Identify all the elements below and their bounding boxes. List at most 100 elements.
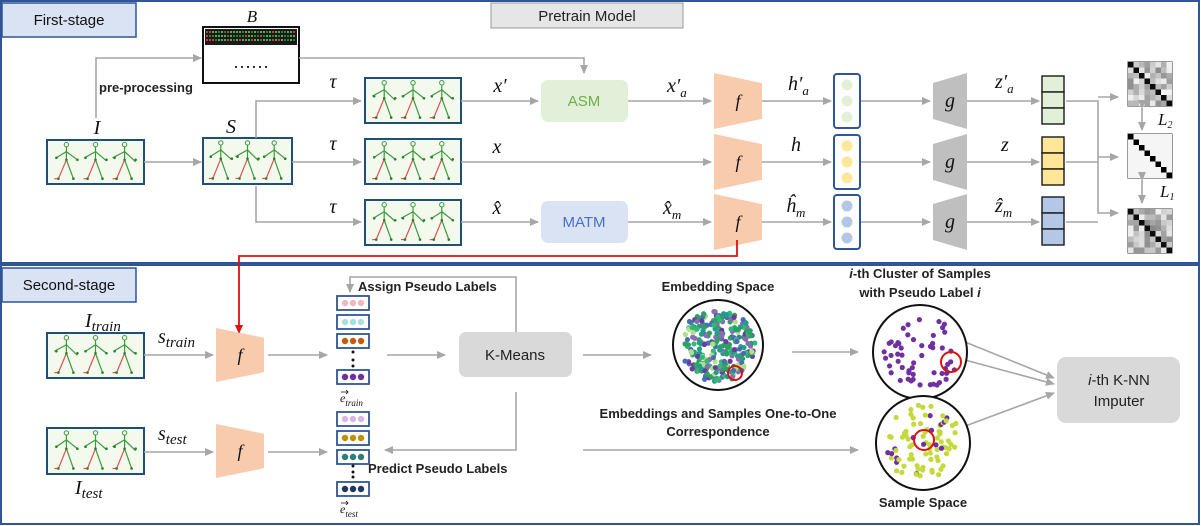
i-train-label: Itrain <box>84 310 121 335</box>
z-label: z <box>1000 134 1009 156</box>
buffer-dots: …… <box>233 52 269 72</box>
correspondence-label-line2: Correspondence <box>666 424 769 439</box>
l1-label: L1 <box>1159 182 1174 203</box>
projector-g-mid: g <box>933 134 967 190</box>
knn-imputer-block: i-th K-NN Imputer <box>1057 357 1180 423</box>
x-hat-label: x̂ <box>492 197 502 219</box>
skeleton-train <box>46 332 145 379</box>
ha-label: h′a <box>788 73 809 98</box>
sample-space-circle <box>875 395 971 491</box>
embedding-space-circle <box>672 299 764 391</box>
encoder-f-mid-label: f <box>735 152 743 172</box>
cluster-label-line2: with Pseudo Label i <box>858 285 981 300</box>
skeleton-augmented-mid <box>364 138 462 185</box>
encoder-f-top-label: f <box>735 91 743 111</box>
skeleton-augmented-top <box>364 77 462 124</box>
i-test-label: Itest <box>74 477 103 502</box>
skeleton-input-I <box>46 139 145 185</box>
encoder-f-top: f <box>714 73 762 129</box>
predict-pseudo-labels: Predict Pseudo Labels <box>368 461 507 476</box>
sample-space-label: Sample Space <box>879 495 967 510</box>
cluster-circle <box>872 304 968 400</box>
second-stage-tab: Second-stage <box>1 267 137 303</box>
projection-vector-za <box>1041 75 1065 125</box>
x-label: x <box>492 136 502 158</box>
symbol-S: S <box>226 116 236 138</box>
projector-g-top-label: g <box>945 90 955 112</box>
knn-label-line1: i-th K-NN <box>1088 372 1150 389</box>
h-label: h <box>791 134 801 156</box>
zm-label: ẑm <box>994 195 1012 220</box>
skeleton-augmented-bottom <box>364 199 462 246</box>
asm-block: ASM <box>541 80 628 122</box>
embedding-vector-hm <box>833 194 861 250</box>
transfer-encoder-arrow <box>235 240 738 334</box>
kmeans-block: K-Means <box>459 332 572 377</box>
projection-vector-z <box>1041 136 1065 186</box>
tau-label-bottom: τ <box>329 196 337 218</box>
e-train-arrow <box>341 389 349 395</box>
s-train-label: strain <box>158 326 195 351</box>
buffer-box: …… <box>202 26 300 84</box>
encoder-f-bottom-label: f <box>735 212 743 232</box>
tau-label-top: τ <box>329 71 337 93</box>
projector-g-top: g <box>933 73 967 129</box>
knn-label-line2: Imputer <box>1094 393 1145 410</box>
l2-label: L2 <box>1157 110 1172 131</box>
second-stage-arrows <box>144 276 1055 456</box>
cluster-highlight-ring <box>940 351 962 373</box>
encoder-f-test-label: f <box>237 441 245 461</box>
skeleton-sequence-S <box>202 137 293 185</box>
encoder-f-train-label: f <box>237 345 245 365</box>
e-test-label: etest <box>340 502 358 519</box>
pretrain-model-label: Pretrain Model <box>538 8 636 25</box>
sample-highlight-ring <box>913 429 935 451</box>
similarity-matrix-top <box>1127 61 1173 107</box>
za-label: z′a <box>994 71 1014 96</box>
symbol-I: I <box>93 117 102 139</box>
x-prime-label: x′ <box>492 75 507 97</box>
assign-pseudo-labels: Assign Pseudo Labels <box>358 279 497 294</box>
encoder-f-mid: f <box>714 134 762 190</box>
second-stage-label: Second-stage <box>23 277 116 294</box>
similarity-matrix-identity <box>1127 133 1173 179</box>
projector-g-mid-label: g <box>945 151 955 173</box>
matm-block: MATM <box>541 201 628 243</box>
first-stage-arrows <box>95 54 1119 226</box>
tau-label-mid: τ <box>329 133 337 155</box>
embedding-vector-h <box>833 134 861 190</box>
encoder-f-train: f <box>216 328 264 382</box>
second-stage-frame <box>0 264 1200 525</box>
correspondence-label-line1: Embeddings and Samples One-to-One <box>600 406 837 421</box>
hm-label: ĥm <box>786 193 805 220</box>
e-test-arrow <box>341 500 349 506</box>
embeddings-train-last <box>336 369 370 385</box>
cluster-label-line1: i-th Cluster of Samples <box>849 266 991 281</box>
s-test-label: stest <box>158 423 187 448</box>
embedding-highlight-ring <box>727 365 743 381</box>
xa-label: x′a <box>666 75 687 100</box>
matm-label: MATM <box>562 214 605 231</box>
skeleton-test <box>46 427 145 475</box>
embeddings-test-top <box>336 411 370 465</box>
projection-vector-zm <box>1041 196 1065 246</box>
xm-label: x̂m <box>662 197 681 222</box>
kmeans-label: K-Means <box>485 347 545 364</box>
projector-g-bottom: g <box>933 194 967 250</box>
similarity-matrix-bottom <box>1127 208 1173 254</box>
embedding-space-label: Embedding Space <box>662 279 775 294</box>
encoder-f-bottom: f <box>714 194 762 250</box>
buffer-symbol: B <box>247 7 258 26</box>
first-stage-tab: First-stage <box>1 2 137 38</box>
embeddings-test-last <box>336 481 370 497</box>
pretrain-model-tab: Pretrain Model <box>490 2 684 29</box>
first-stage-frame <box>0 0 1200 264</box>
embedding-vector-ha <box>833 73 861 129</box>
first-stage-label: First-stage <box>34 12 105 29</box>
projector-g-bottom-label: g <box>945 211 955 233</box>
embeddings-train-top <box>336 295 370 349</box>
encoder-f-test: f <box>216 424 264 478</box>
e-train-label: etrain <box>340 391 363 408</box>
asm-label: ASM <box>568 93 601 110</box>
